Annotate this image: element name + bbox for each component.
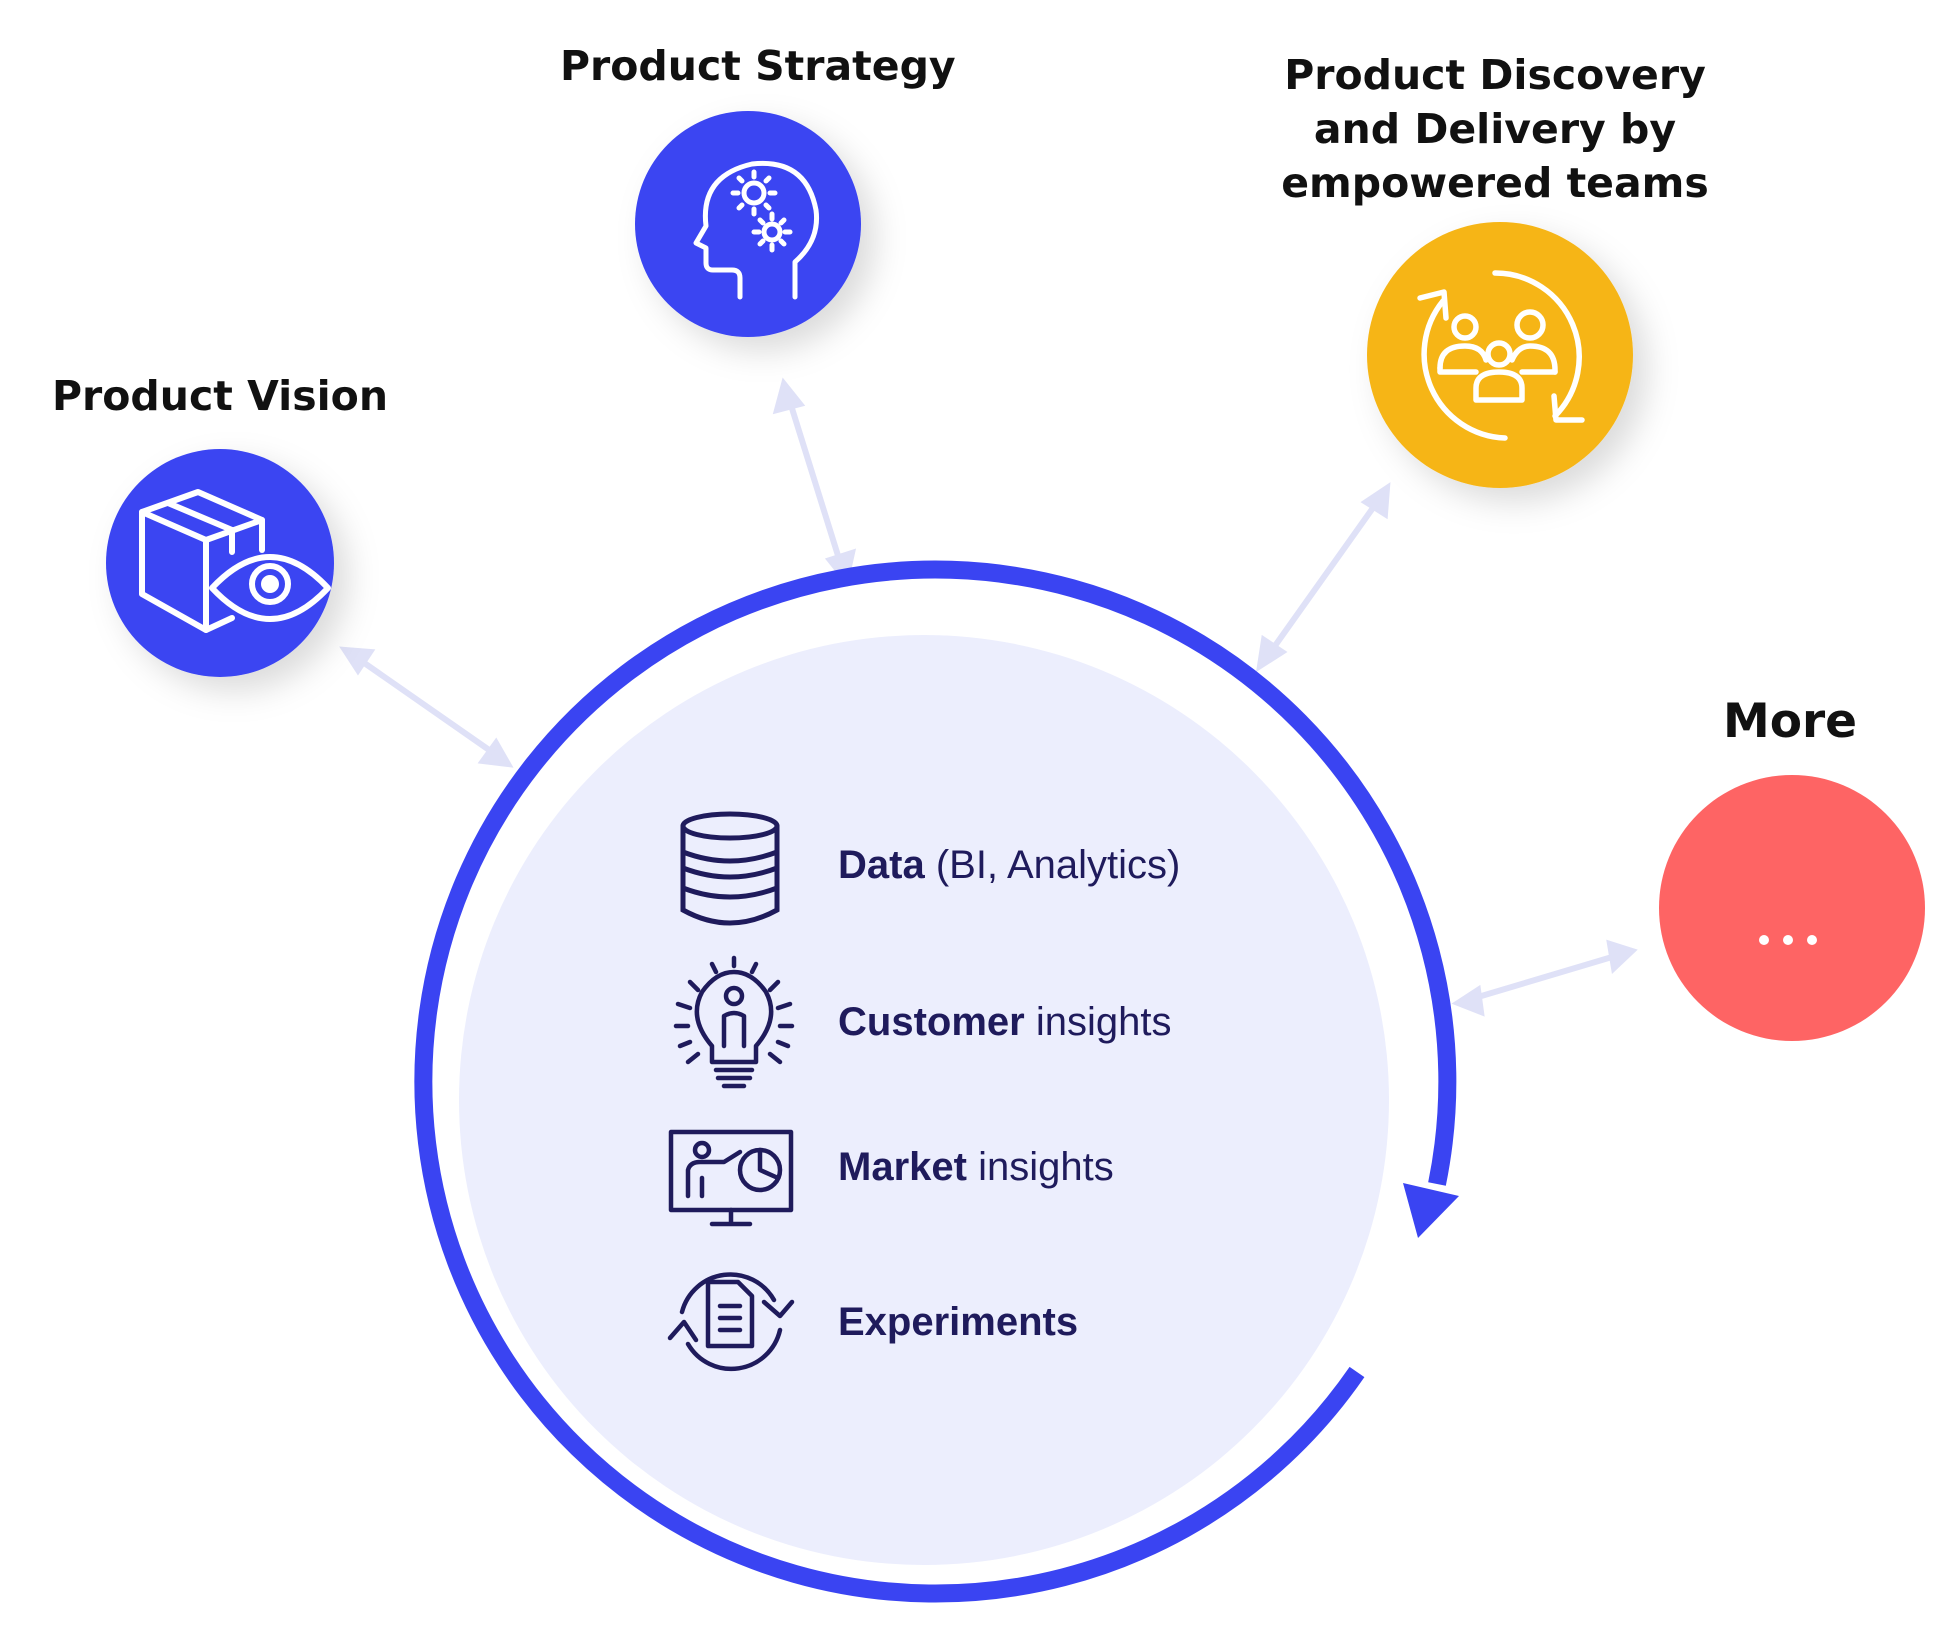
item-customer-insights: Customer insights [838, 1000, 1171, 1045]
head-gears-icon [693, 160, 820, 300]
strategy-title: Product Strategy [560, 42, 956, 90]
discovery-circle [1367, 222, 1633, 488]
node-discovery [1367, 222, 1633, 488]
more-circle [1659, 775, 1925, 1041]
connector-strategy [772, 377, 857, 587]
cycle-ring [414, 560, 1457, 1603]
database-icon [680, 811, 780, 926]
item-data: Data (BI, Analytics) [838, 843, 1180, 888]
ellipsis-icon [1759, 935, 1817, 945]
strategy-circle [635, 111, 861, 337]
central-fill [459, 635, 1389, 1565]
node-vision [106, 449, 334, 677]
item-market-bold: Market [838, 1145, 967, 1189]
item-data-rest: (BI, Analytics) [924, 843, 1181, 887]
item-experiments-bold: Experiments [838, 1300, 1079, 1344]
box-eye-icon [139, 489, 331, 633]
item-customer-rest: insights [1024, 1000, 1172, 1044]
central-cycle [414, 560, 1459, 1603]
more-title: More [1722, 694, 1858, 749]
connector-vision [339, 646, 514, 768]
lightbulb-person-icon [673, 955, 795, 1089]
item-market-insights: Market insights [838, 1145, 1114, 1190]
connector-more [1451, 939, 1638, 1017]
item-market-rest: insights [966, 1145, 1114, 1189]
node-more [1659, 775, 1925, 1041]
connector-discovery [1256, 482, 1391, 673]
item-data-bold: Data [838, 843, 925, 887]
item-customer-bold: Customer [838, 1000, 1025, 1044]
vision-title: Product Vision [51, 372, 389, 420]
item-experiments: Experiments [838, 1300, 1078, 1345]
cycle-arrowhead-icon [1403, 1183, 1459, 1238]
presentation-chart-icon [668, 1129, 794, 1227]
document-cycle-icon [667, 1272, 795, 1372]
discovery-title: Product Discovery and Delivery by empowe… [1281, 51, 1709, 207]
team-cycle-icon [1417, 270, 1585, 441]
node-strategy [635, 111, 861, 337]
connectors [339, 377, 1638, 1017]
